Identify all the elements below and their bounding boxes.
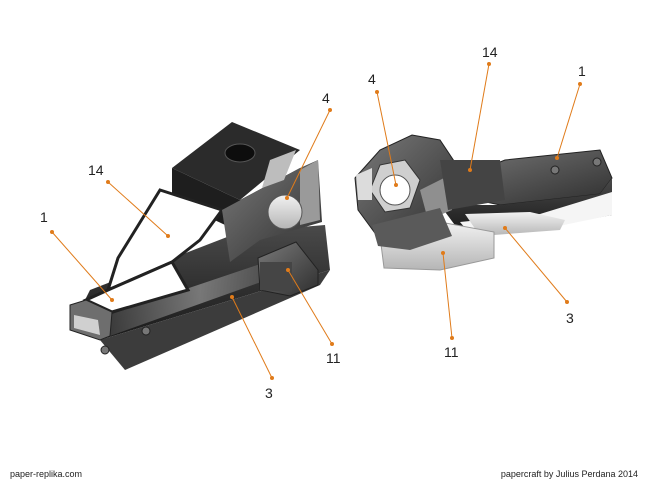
leader-dot: [166, 234, 170, 238]
left-mech-plate: [300, 160, 320, 225]
leader-dot: [106, 180, 110, 184]
leader-right-14: [469, 63, 490, 171]
leader-dot: [50, 230, 54, 234]
leader-dot: [285, 196, 289, 200]
callouts: [51, 63, 581, 379]
leader-right-4: [376, 91, 397, 186]
right-disc-4: [379, 174, 411, 206]
leader-dot: [441, 251, 445, 255]
leader-dot: [270, 376, 274, 380]
leader-dot: [330, 342, 334, 346]
leader-dot: [110, 298, 114, 302]
label-left-14: 14: [88, 162, 104, 178]
leader-dot: [394, 183, 398, 187]
label-left-3: 3: [265, 385, 273, 401]
leader-dot: [375, 90, 379, 94]
left-body-lower: [100, 270, 330, 370]
leader-dot: [555, 156, 559, 160]
label-right-1: 1: [578, 63, 586, 79]
right-model: [354, 134, 613, 271]
label-left-11: 11: [326, 350, 341, 366]
label-left-4: 4: [322, 90, 330, 106]
leader-dot: [565, 300, 569, 304]
left-model: [69, 122, 330, 370]
right-hull-panel-3: [465, 212, 565, 236]
callout-dots: [50, 62, 582, 380]
left-top-block-hole: [224, 143, 256, 163]
leader-dot: [328, 108, 332, 112]
left-rivet: [100, 345, 110, 355]
leader-dot: [578, 82, 582, 86]
leader-left-1: [51, 231, 113, 301]
label-right-14: 14: [482, 44, 498, 60]
label-right-11: 11: [444, 344, 459, 360]
leader-left-4: [286, 109, 331, 199]
left-disc-4: [267, 194, 303, 230]
leader-right-1: [556, 83, 581, 159]
footer-author-credit: papercraft by Julius Perdana 2014: [500, 469, 638, 479]
leader-left-14: [107, 181, 169, 237]
left-body-trim: [100, 252, 300, 336]
label-left-1: 1: [40, 209, 48, 225]
label-right-3: 3: [566, 310, 574, 326]
right-rivet: [592, 157, 602, 167]
right-head-lower: [372, 208, 452, 250]
right-rivet: [550, 165, 560, 175]
leader-left-11: [287, 269, 333, 345]
leader-dot: [230, 295, 234, 299]
leader-dot: [487, 62, 491, 66]
leader-dot: [286, 268, 290, 272]
footer-site-credit: paper-replika.com: [10, 469, 83, 479]
right-head-fin: [356, 168, 372, 200]
left-nose-tip: [74, 315, 100, 335]
right-joint: [440, 160, 505, 210]
leader-dot: [450, 336, 454, 340]
left-mech-fin: [262, 150, 296, 188]
right-head-plate: [420, 176, 452, 220]
leader-right-11: [442, 252, 453, 339]
left-rivet: [141, 326, 151, 336]
leader-dot: [468, 168, 472, 172]
leader-dot: [503, 226, 507, 230]
left-part-11-face: [260, 262, 292, 292]
leader-left-3: [231, 296, 273, 379]
leader-right-3: [504, 227, 568, 303]
label-right-4: 4: [368, 71, 376, 87]
